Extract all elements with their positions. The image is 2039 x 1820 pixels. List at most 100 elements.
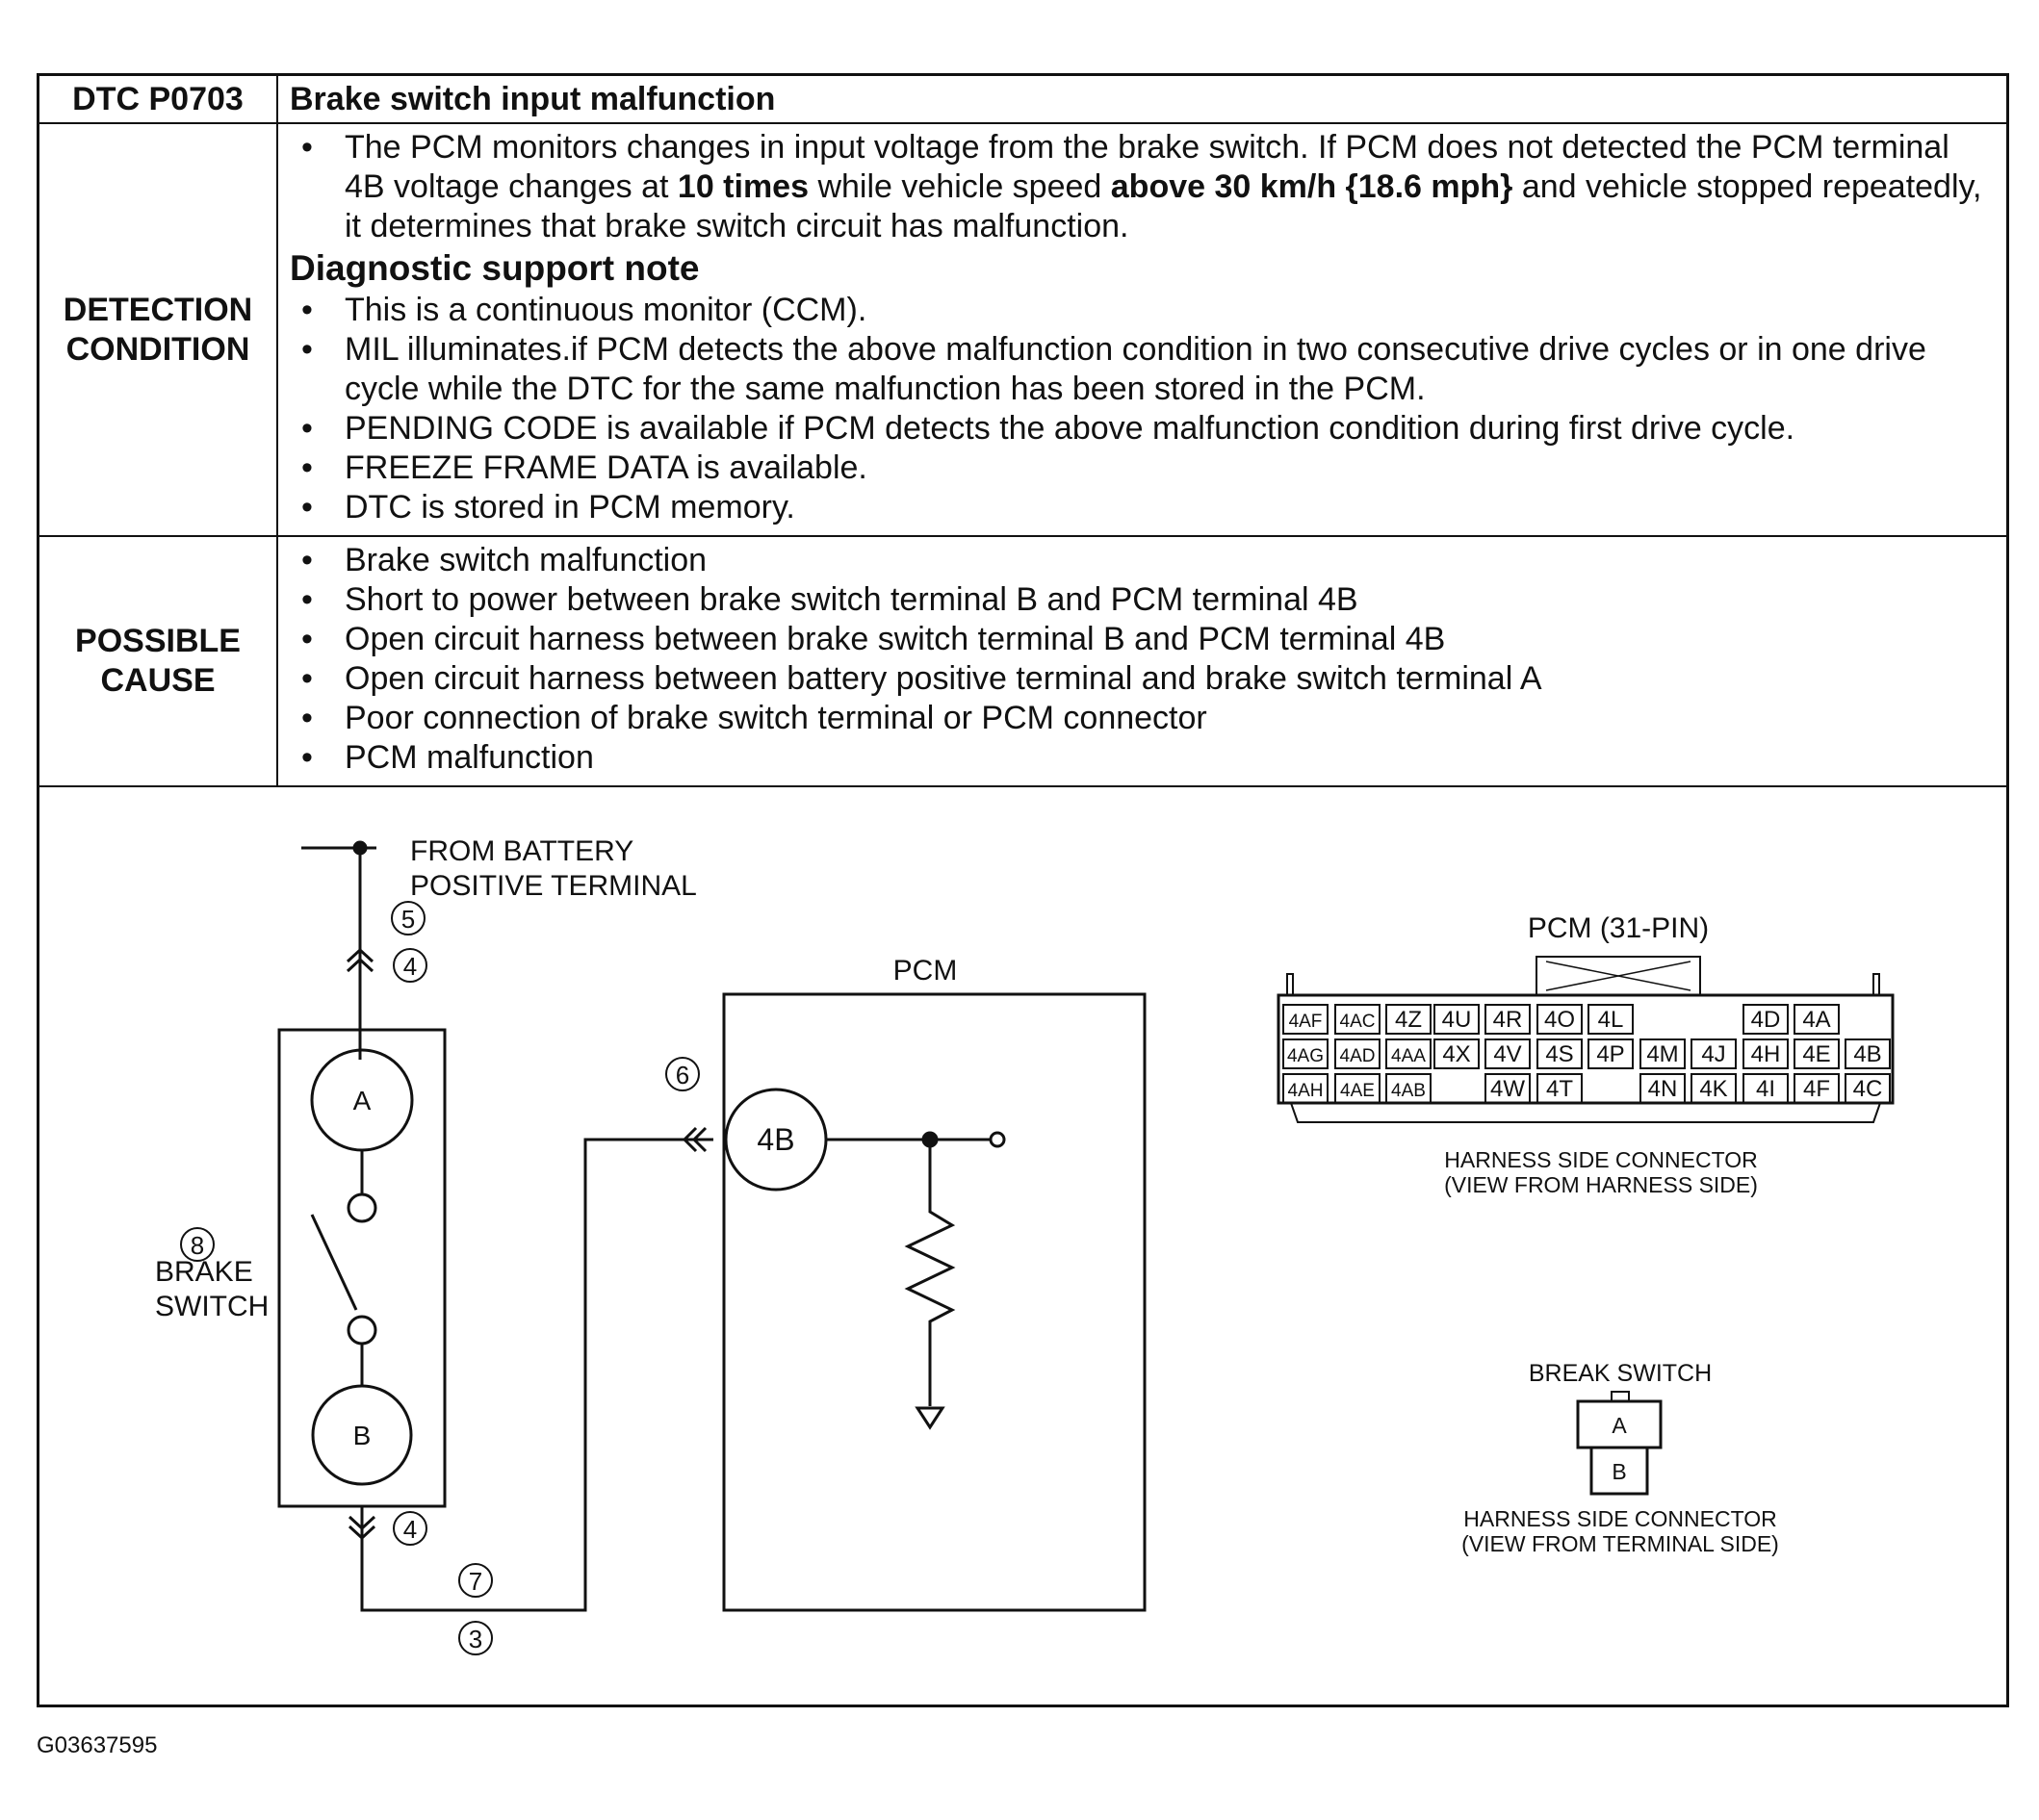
pcm-pin-cell <box>1794 1038 1840 1069</box>
callout-4-bottom: 4 <box>393 1511 427 1546</box>
callout-4-top: 4 <box>393 948 427 983</box>
chevron-up-icon <box>346 947 374 963</box>
pcm-pin-cell <box>1484 1004 1531 1035</box>
dtc-table: DTC P0703 Brake switch input malfunction… <box>39 76 2006 787</box>
pcm-pin-label: 4D <box>1751 1007 1781 1033</box>
pcm-symbol: PCM 4B <box>722 955 1147 1612</box>
note-item: MIL illuminates.if PCM detects the above… <box>290 330 1995 409</box>
pcm-pin-label: 4T <box>1546 1076 1573 1102</box>
pcm-pin-label: 4P <box>1596 1041 1624 1067</box>
switch-upper-contact <box>347 1192 377 1223</box>
callout-3-text: 3 <box>469 1625 482 1653</box>
switch-lower-contact <box>347 1315 377 1346</box>
cause-item: Open circuit harness between battery pos… <box>290 659 1995 699</box>
pcm-pin-cell <box>1845 1038 1891 1069</box>
pcm-pin-label: 4AA <box>1391 1046 1426 1066</box>
pcm-pin-label: 4AF <box>1289 1012 1323 1032</box>
pcm-pin-cell <box>1433 1038 1480 1069</box>
intro-bold-1: 10 times <box>677 168 810 205</box>
intro-text-1: The PCM monitors changes in input voltag… <box>345 129 1949 205</box>
pcm-terminal-4b-label: 4B <box>757 1122 794 1157</box>
connector-skirt <box>1290 1102 1881 1123</box>
intro-text-3: and vehicle stopped repeatedly, it deter… <box>345 168 1982 244</box>
brake-switch-symbol: A B <box>277 1028 447 1508</box>
pcm-open-terminal <box>989 1131 1006 1148</box>
pcm-pin-label: 4U <box>1442 1007 1472 1033</box>
chevron-left-icon <box>691 1126 708 1153</box>
brake-switch-label-line2: SWITCH <box>155 1291 269 1322</box>
brake-connector-title: BREAK SWITCH <box>1529 1360 1712 1387</box>
pcm-pin-label: 4K <box>1699 1076 1727 1102</box>
switch-to-pcm-wire <box>360 1138 713 1612</box>
switch-blade <box>310 1214 358 1311</box>
detection-label-line1: DETECTION <box>63 291 253 328</box>
pcm-pin-cell <box>1639 1038 1686 1069</box>
pcm-pin-cell <box>1282 1004 1329 1035</box>
pcm-connector-caption-1: HARNESS SIDE CONNECTOR <box>1444 1147 1757 1172</box>
pcm-pin-label: 4S <box>1545 1041 1573 1067</box>
pcm-pin-cell <box>1587 1004 1634 1035</box>
pcm-pin-cell <box>1794 1004 1840 1035</box>
brake-connector-pin-a-label: A <box>1612 1413 1627 1438</box>
pcm-pin-label: 4F <box>1803 1076 1830 1102</box>
pcm-pin-label: 4B <box>1853 1041 1881 1067</box>
callout-7-text: 7 <box>469 1567 482 1596</box>
brake-connector-caption-1: HARNESS SIDE CONNECTOR <box>1463 1506 1776 1531</box>
pcm-input-connector-mark <box>682 1126 708 1153</box>
callout-5-text: 5 <box>401 905 415 934</box>
callout-7: 7 <box>458 1563 493 1598</box>
detection-intro-list: The PCM monitors changes in input voltag… <box>290 128 1995 246</box>
terminal-b-label: B <box>353 1421 372 1450</box>
pcm-pin-label: 4X <box>1442 1041 1470 1067</box>
brake-switch-connector-view: BREAK SWITCH A B HARNESS SIDE CONNECTOR … <box>1461 1360 1779 1556</box>
pcm-pin-label: 4AC <box>1340 1012 1376 1032</box>
pcm-label: PCM <box>893 955 958 987</box>
figure-code: G03637595 <box>37 1732 158 1758</box>
pcm-connector-title: PCM (31-PIN) <box>1528 912 1709 944</box>
wiring-diagram: FROM BATTERY POSITIVE TERMINAL A B <box>155 835 1895 1655</box>
pcm-pin-cell <box>1742 1038 1789 1069</box>
callout-6: 6 <box>665 1057 700 1091</box>
note-item: This is a continuous monitor (CCM). <box>290 291 1995 330</box>
possible-cause-list: Brake switch malfunction Short to power … <box>290 541 1995 778</box>
brake-connector-caption-2: (VIEW FROM TERMINAL SIDE) <box>1461 1531 1779 1556</box>
pcm-pin-label: 4M <box>1646 1041 1678 1067</box>
pull-down-resistor <box>904 1140 956 1406</box>
pcm-pin-cell <box>1334 1004 1381 1035</box>
pcm-pin-cell <box>1536 1004 1583 1035</box>
pcm-pin-cell <box>1742 1004 1789 1035</box>
connector-body <box>1277 993 1895 1105</box>
cause-item: Short to power between brake switch term… <box>290 580 1995 620</box>
pcm-pin-label: 4L <box>1598 1007 1624 1033</box>
brake-connector-pin-b <box>1589 1446 1649 1496</box>
brake-switch-label-line1: BRAKE <box>155 1256 253 1288</box>
pcm-pin-cell <box>1587 1038 1634 1069</box>
pcm-box <box>722 992 1147 1612</box>
pcm-pin-label: 4R <box>1493 1007 1523 1033</box>
terminal-b-circle <box>311 1384 413 1486</box>
pcm-pin-cell <box>1536 1038 1583 1069</box>
pcm-pin-label: 4W <box>1490 1076 1525 1102</box>
cause-item: Open circuit harness between brake switc… <box>290 620 1995 659</box>
pcm-pin-label: 4AB <box>1391 1081 1426 1101</box>
pcm-connector-caption-2: (VIEW FROM HARNESS SIDE) <box>1444 1172 1758 1197</box>
cause-label-line1: POSSIBLE <box>75 623 241 659</box>
pcm-pin-label: 4O <box>1544 1007 1575 1033</box>
pcm-pin-label: 4C <box>1853 1076 1883 1102</box>
callout-4-bottom-text: 4 <box>403 1515 417 1544</box>
battery-label-line2: POSITIVE TERMINAL <box>410 870 697 902</box>
switch-top-connector-mark <box>346 947 374 973</box>
callout-5: 5 <box>391 901 426 936</box>
pcm-pin-cell <box>1385 1004 1432 1035</box>
pcm-pin-cell <box>1334 1038 1381 1069</box>
dtc-header-row: DTC P0703 Brake switch input malfunction <box>39 76 2006 124</box>
pcm-pin-cell <box>1484 1038 1531 1069</box>
pcm-pin-cell <box>1282 1038 1329 1069</box>
pcm-pin-cell <box>1691 1073 1737 1104</box>
pcm-pin-cell <box>1639 1073 1686 1104</box>
detection-label-line2: CONDITION <box>65 330 250 368</box>
diagnostic-sheet-frame: DTC P0703 Brake switch input malfunction… <box>37 73 2009 1707</box>
detection-intro-item: The PCM monitors changes in input voltag… <box>290 128 1995 246</box>
